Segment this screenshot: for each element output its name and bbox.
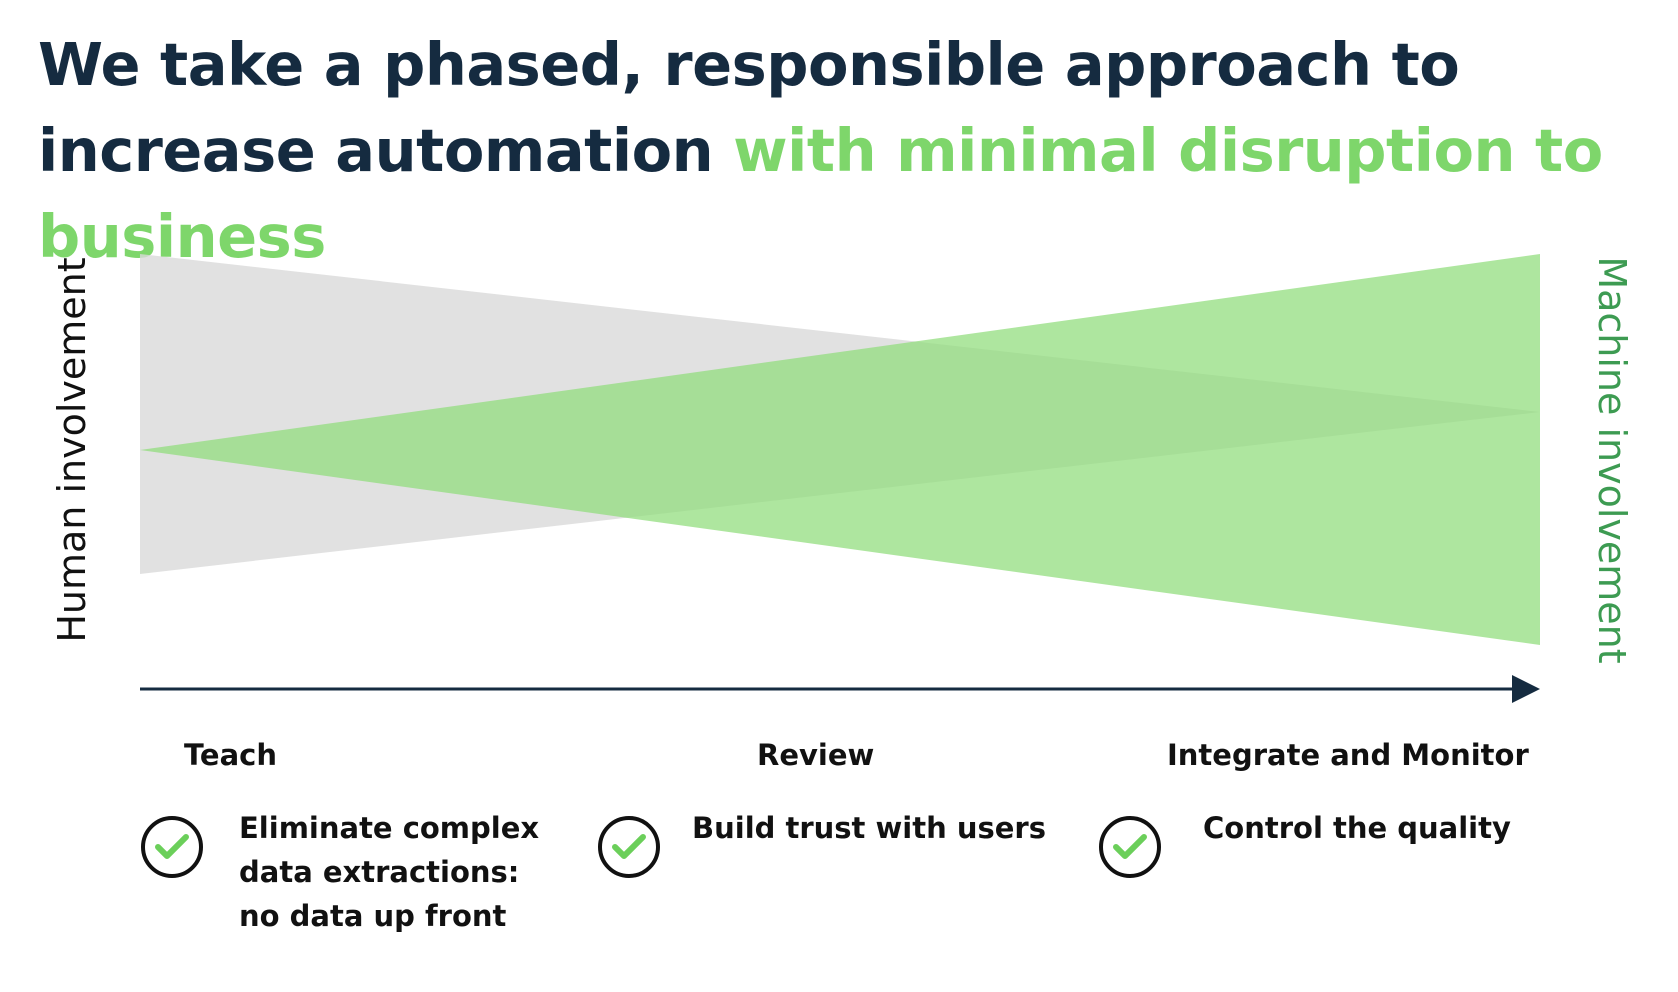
human-involvement-label: Human involvement — [50, 257, 94, 643]
benefit-line: data extractions: — [239, 855, 520, 889]
checkmark-circle-icon — [141, 816, 203, 878]
benefit-line: Eliminate complex — [239, 811, 540, 845]
benefit-integrate: Control the quality — [1099, 811, 1511, 878]
benefit-teach: Eliminate complex data extractions: no d… — [141, 811, 539, 938]
benefit-text: Eliminate complex data extractions: no d… — [239, 806, 539, 938]
page-title: We take a phased, responsible approach t… — [38, 22, 1658, 280]
benefit-line: Control the quality — [1203, 811, 1511, 845]
benefit-line: Build trust with users — [692, 811, 1046, 845]
benefit-text: Control the quality — [1203, 806, 1511, 850]
phase-integrate-and-monitor: Integrate and Monitor — [1167, 738, 1529, 772]
benefit-line: no data up front — [239, 899, 507, 933]
title-highlight: with minimal disruption to business — [38, 116, 1603, 271]
timeline-arrowhead — [1512, 675, 1540, 703]
machine-involvement-band — [140, 254, 1540, 645]
phase-review: Review — [757, 738, 875, 772]
checkmark-circle-icon — [598, 816, 660, 878]
machine-involvement-label: Machine involvement — [1590, 256, 1634, 664]
benefit-review: Build trust with users — [598, 811, 1046, 878]
benefit-text: Build trust with users — [692, 806, 1046, 850]
phase-teach: Teach — [184, 738, 278, 772]
title-main: We take a phased, responsible approach t… — [38, 30, 1460, 185]
checkmark-circle-icon — [1099, 816, 1161, 878]
